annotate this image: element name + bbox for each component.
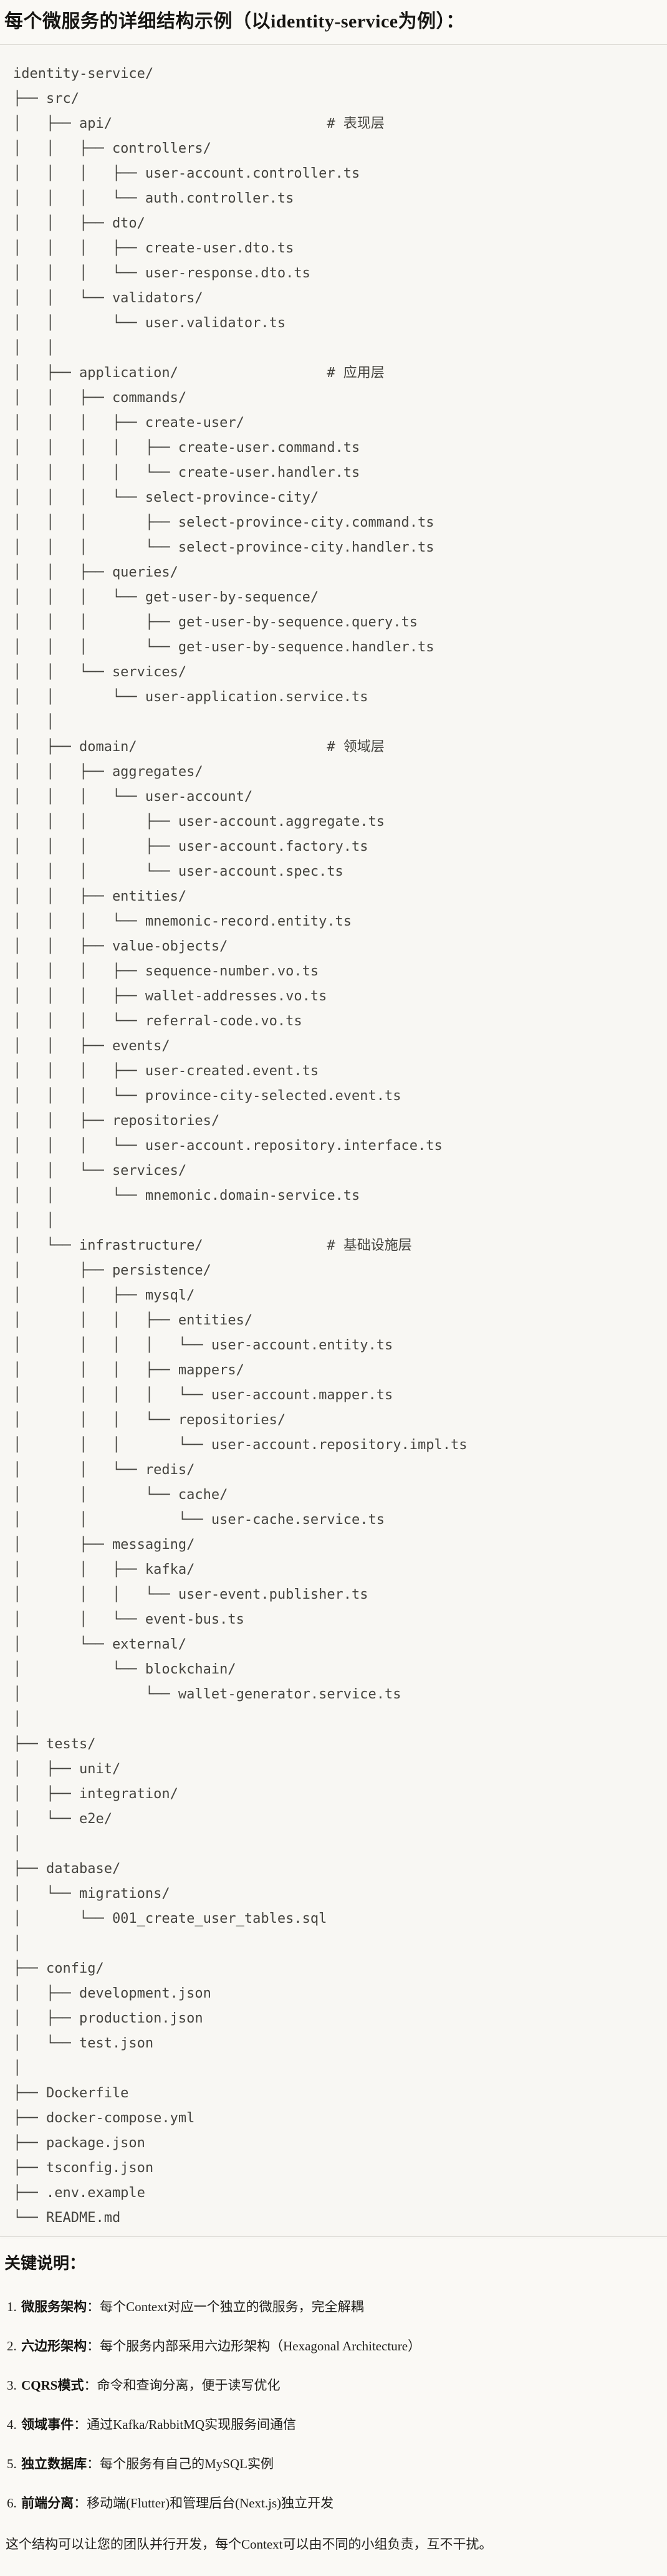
code-block-bottom-rule [0, 2236, 667, 2237]
page-title: 每个微服务的详细结构示例（以identity-service为例）： [4, 11, 465, 32]
note-label: 微服务架构 [21, 2299, 87, 2314]
closing-paragraph: 这个结构可以让您的团队并行开发，每个Context可以由不同的小组负责，互不干扰… [6, 2537, 492, 2552]
note-text: 命令和查询分离，便于读写优化 [97, 2378, 281, 2393]
notes-section: 关键说明： 1.微服务架构：每个Context对应一个独立的微服务，完全解耦 2… [0, 2253, 667, 2554]
note-text: 移动端(Flutter)和管理后台(Next.js)独立开发 [87, 2496, 334, 2511]
note-label: 六边形架构 [21, 2339, 87, 2353]
note-separator: ： [87, 2299, 100, 2314]
document: 每个微服务的详细结构示例（以identity-service为例）： ident… [0, 10, 667, 2554]
note-separator: ： [87, 2339, 100, 2353]
note-label: 领域事件 [21, 2417, 74, 2432]
note-text: 通过Kafka/RabbitMQ实现服务间通信 [87, 2417, 297, 2432]
note-number: 6. [7, 2496, 17, 2511]
notes-list: 1.微服务架构：每个Context对应一个独立的微服务，完全解耦 2.六边形架构… [4, 2297, 663, 2512]
note-number: 5. [7, 2456, 17, 2471]
note-text: 每个服务内部采用六边形架构（Hexagonal Architecture） [100, 2339, 421, 2353]
code-block-top-rule [0, 44, 667, 45]
note-text: 每个服务有自己的MySQL实例 [100, 2456, 274, 2471]
note-item-hexagonal: 2. 六边形架构：每个服务内部采用六边形架构（Hexagonal Architec… [7, 2337, 663, 2355]
code-block: identity-service/ ├── src/ │ ├── api/ # … [0, 45, 667, 2236]
note-item-cqrs: 3. CQRS模式：命令和查询分离，便于读写优化 [7, 2376, 663, 2395]
note-text: 每个Context对应一个独立的微服务，完全解耦 [100, 2299, 364, 2314]
note-item-frontend-split: 6. 前端分离：移动端(Flutter)和管理后台(Next.js)独立开发 [7, 2494, 663, 2512]
note-separator: ： [74, 2417, 87, 2432]
note-number: 1. [7, 2299, 17, 2314]
note-item-domain-events: 4. 领域事件：通过Kafka/RabbitMQ实现服务间通信 [7, 2415, 663, 2434]
directory-tree: identity-service/ ├── src/ │ ├── api/ # … [13, 66, 468, 2226]
note-item-independent-db: 5. 独立数据库：每个服务有自己的MySQL实例 [7, 2454, 663, 2473]
note-number: 4. [7, 2417, 17, 2432]
notes-heading: 关键说明： [4, 2254, 86, 2272]
note-item-microservices: 1. 微服务架构：每个Context对应一个独立的微服务，完全解耦 [7, 2297, 663, 2316]
note-label: 前端分离 [21, 2496, 74, 2511]
note-label: CQRS模式 [21, 2378, 84, 2393]
note-separator: ： [84, 2378, 97, 2393]
note-label: 独立数据库 [21, 2456, 87, 2471]
note-number: 2. [7, 2339, 17, 2353]
note-separator: ： [74, 2496, 87, 2511]
note-number: 3. [7, 2378, 17, 2393]
note-separator: ： [87, 2456, 100, 2471]
